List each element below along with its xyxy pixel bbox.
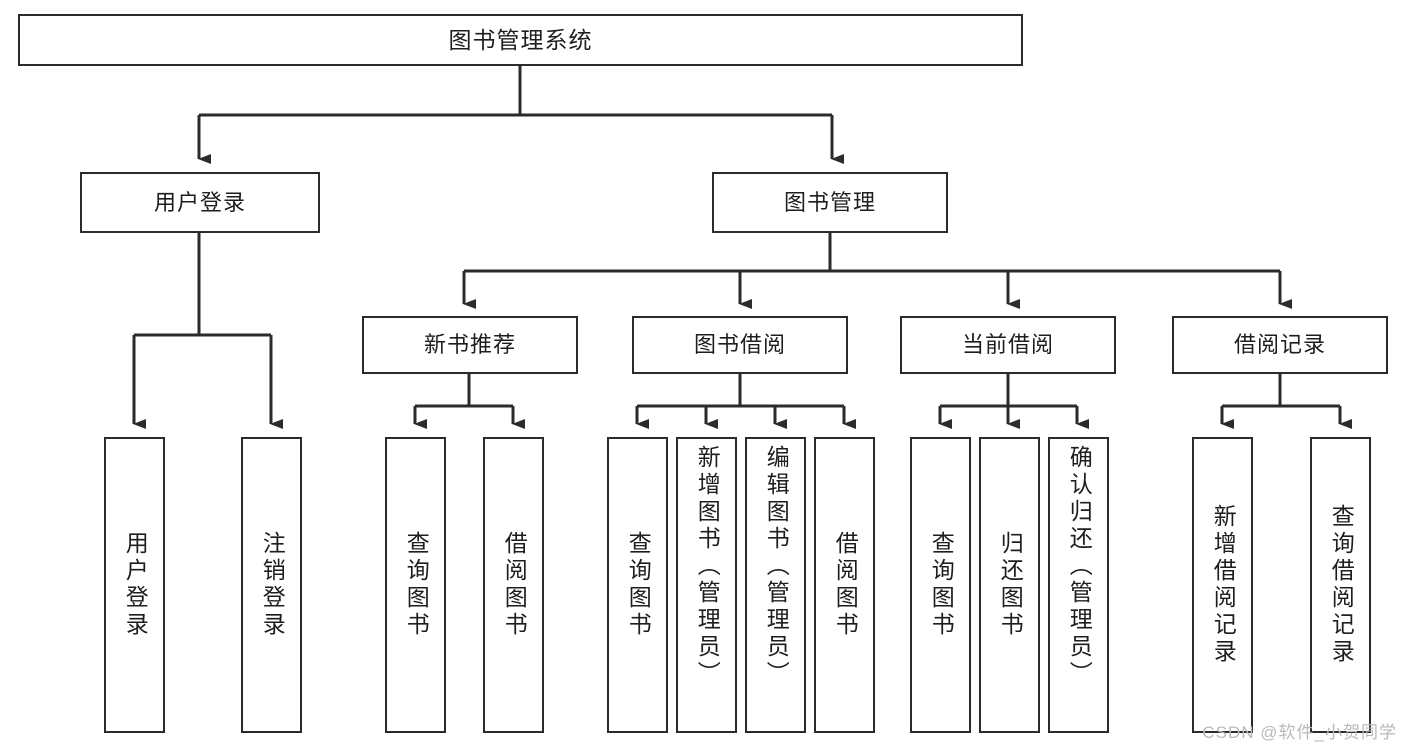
node-user-login[interactable]: 用户登录 — [80, 172, 320, 233]
node-root-book-management-system[interactable]: 图书管理系统 — [18, 14, 1023, 66]
node-label: 当前借阅 — [961, 332, 1054, 358]
leaf-borrow-book-new-rec[interactable]: 借阅图书 — [483, 437, 544, 733]
node-current-borrowing[interactable]: 当前借阅 — [900, 316, 1116, 374]
node-book-borrowing[interactable]: 图书借阅 — [632, 316, 848, 374]
leaf-query-book-borrow[interactable]: 查询图书 — [607, 437, 668, 733]
leaf-confirm-return-admin[interactable]: 确认归还（管理员） — [1048, 437, 1109, 733]
node-label: 新书推荐 — [423, 332, 516, 358]
leaf-query-book-new-rec[interactable]: 查询图书 — [385, 437, 446, 733]
node-label: 借阅图书 — [501, 531, 528, 639]
node-label: 用户登录 — [122, 531, 149, 639]
leaf-borrow-book[interactable]: 借阅图书 — [814, 437, 875, 733]
node-label: 查询图书 — [625, 531, 652, 639]
leaf-query-borrow-record[interactable]: 查询借阅记录 — [1310, 437, 1371, 733]
node-label: 新增图书（管理员） — [694, 445, 721, 688]
node-label: 图书借阅 — [693, 332, 786, 358]
leaf-return-book[interactable]: 归还图书 — [979, 437, 1040, 733]
node-label: 用户登录 — [153, 189, 246, 215]
node-label: 图书管理系统 — [448, 26, 593, 53]
leaf-add-book-admin[interactable]: 新增图书（管理员） — [676, 437, 737, 733]
csdn-watermark: CSDN @软件_小贺同学 — [1202, 723, 1397, 742]
node-label: 图书管理 — [783, 189, 876, 215]
node-label: 查询借阅记录 — [1328, 504, 1355, 666]
node-new-book-recommendation[interactable]: 新书推荐 — [362, 316, 578, 374]
node-label: 查询图书 — [403, 531, 430, 639]
leaf-add-borrow-record[interactable]: 新增借阅记录 — [1192, 437, 1253, 733]
node-book-management[interactable]: 图书管理 — [712, 172, 948, 233]
node-label: 查询图书 — [928, 531, 955, 639]
leaf-user-login[interactable]: 用户登录 — [104, 437, 165, 733]
node-label: 归还图书 — [997, 531, 1024, 639]
node-label: 新增借阅记录 — [1210, 504, 1237, 666]
node-label: 注销登录 — [259, 531, 286, 639]
node-label: 借阅图书 — [832, 531, 859, 639]
node-label: 编辑图书（管理员） — [763, 445, 790, 688]
node-borrow-records[interactable]: 借阅记录 — [1172, 316, 1388, 374]
leaf-query-book-current[interactable]: 查询图书 — [910, 437, 971, 733]
leaf-logout[interactable]: 注销登录 — [241, 437, 302, 733]
leaf-edit-book-admin[interactable]: 编辑图书（管理员） — [745, 437, 806, 733]
node-label: 确认归还（管理员） — [1066, 445, 1093, 688]
node-label: 借阅记录 — [1233, 332, 1326, 358]
